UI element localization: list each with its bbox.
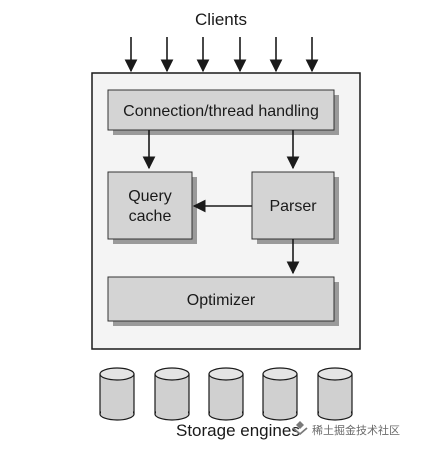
connection-label: Connection/thread handling [123,103,319,120]
box-body [107,276,335,322]
database-cylinder-icon [154,367,190,421]
clients-label: Clients [195,10,247,29]
box-body [107,171,193,240]
optimizer-label: Optimizer [187,292,256,309]
database-cylinder-icon [262,367,298,421]
storage-engines-label: Storage engines [176,421,300,440]
query-cache-label-line1: Query [128,188,172,205]
parser-box: Parser [251,171,339,244]
juejin-logo-icon [292,421,308,436]
database-cylinder-icon [99,367,135,421]
client-arrows [124,37,319,73]
query-cache-label-line2: cache [129,208,172,225]
storage-engines [99,367,353,421]
database-cylinder-icon [317,367,353,421]
connection-thread-handling-box: Connection/thread handling [107,89,339,135]
database-cylinder-icon [208,367,244,421]
box-body [107,89,335,131]
optimizer-box: Optimizer [107,276,339,326]
watermark-text: 稀土掘金技术社区 [312,423,400,437]
query-cache-box: Query cache [107,171,197,244]
parser-label: Parser [269,198,317,215]
watermark: 稀土掘金技术社区 [292,421,400,437]
